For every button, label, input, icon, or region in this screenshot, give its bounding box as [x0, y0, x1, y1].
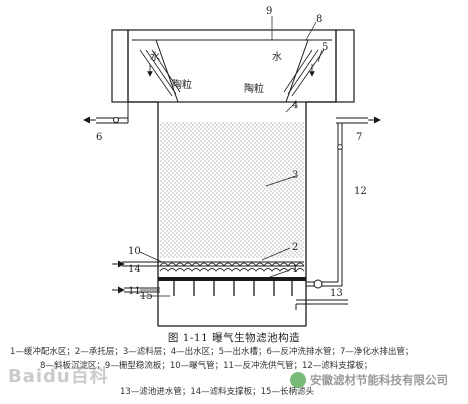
top-housing [111, 29, 355, 103]
backwash-air-pipe [124, 287, 160, 293]
backwash-drain-pipe [83, 102, 129, 124]
filter-media-layer [160, 122, 304, 258]
aeration-pipe [122, 261, 304, 267]
legend-line-2: 8—斜板沉淀区；9—栅型稳流板；10—曝气管；11—反冲洗供气管；12—滤料支撑… [0, 360, 468, 372]
label-14: 14 [128, 264, 141, 275]
label-6: 6 [96, 132, 102, 143]
label-4: 4 [292, 100, 298, 111]
label-5: 5 [322, 42, 328, 53]
label-8: 8 [316, 14, 322, 25]
label-10: 10 [128, 246, 141, 257]
outlet-trough [132, 39, 332, 103]
support-plate [158, 277, 306, 281]
label-13: 13 [330, 288, 343, 299]
tank-body [128, 101, 336, 327]
support-layer [159, 258, 305, 272]
baidu-watermark: Baidu百科 [8, 366, 109, 387]
legend-line-3: 13—滤池进水管；14—滤料支撑板；15—长柄滤头 [0, 386, 468, 398]
label-3: 3 [292, 170, 298, 181]
drain-valve [113, 117, 119, 123]
figure-caption: 图 1-11 曝气生物滤池构造 [167, 332, 301, 344]
label-15: 15 [140, 291, 153, 302]
label-9: 9 [266, 6, 272, 17]
legend-text-3: 13—滤池进水管；14—滤料支撑板；15—长柄滤头 [120, 387, 314, 397]
water-label-left: 水 [150, 51, 160, 63]
filter-inlet-pipe [295, 299, 348, 310]
brand-logo-icon [290, 372, 306, 388]
legend-line-1: 1—缓冲配水区；2—承托层；3—滤料层；4—出水区；5—出水槽；6—反冲洗排水管… [0, 346, 468, 358]
pump-icon [313, 279, 323, 289]
filter-head-row [173, 281, 293, 296]
leader-lines [139, 16, 323, 297]
inclined-plate [139, 49, 325, 97]
backwash-valve [337, 144, 343, 150]
brand-watermark: 安徽滤材节能科技有限公司 [290, 372, 448, 388]
label-11: 11 [128, 286, 141, 297]
label-1: 1 [292, 264, 298, 275]
water-label-right: 水 [272, 51, 282, 63]
legend-text-2: 8—斜板沉淀区；9—栅型稳流板；10—曝气管；11—反冲洗供气管；12—滤料支撑… [40, 361, 373, 371]
ceramsite-label-left: 陶粒 [172, 78, 192, 91]
label-12: 12 [354, 186, 367, 197]
purified-water-outlet [336, 116, 381, 124]
label-2: 2 [292, 242, 298, 253]
legend-text-1: 1—缓冲配水区；2—承托层；3—滤料层；4—出水区；5—出水槽；6—反冲洗排水管… [10, 347, 414, 357]
label-7: 7 [356, 132, 362, 143]
ceramsite-label-right: 陶粒 [244, 82, 264, 95]
brand-watermark-text: 安徽滤材节能科技有限公司 [310, 373, 448, 387]
backwash-water-line [306, 123, 343, 287]
